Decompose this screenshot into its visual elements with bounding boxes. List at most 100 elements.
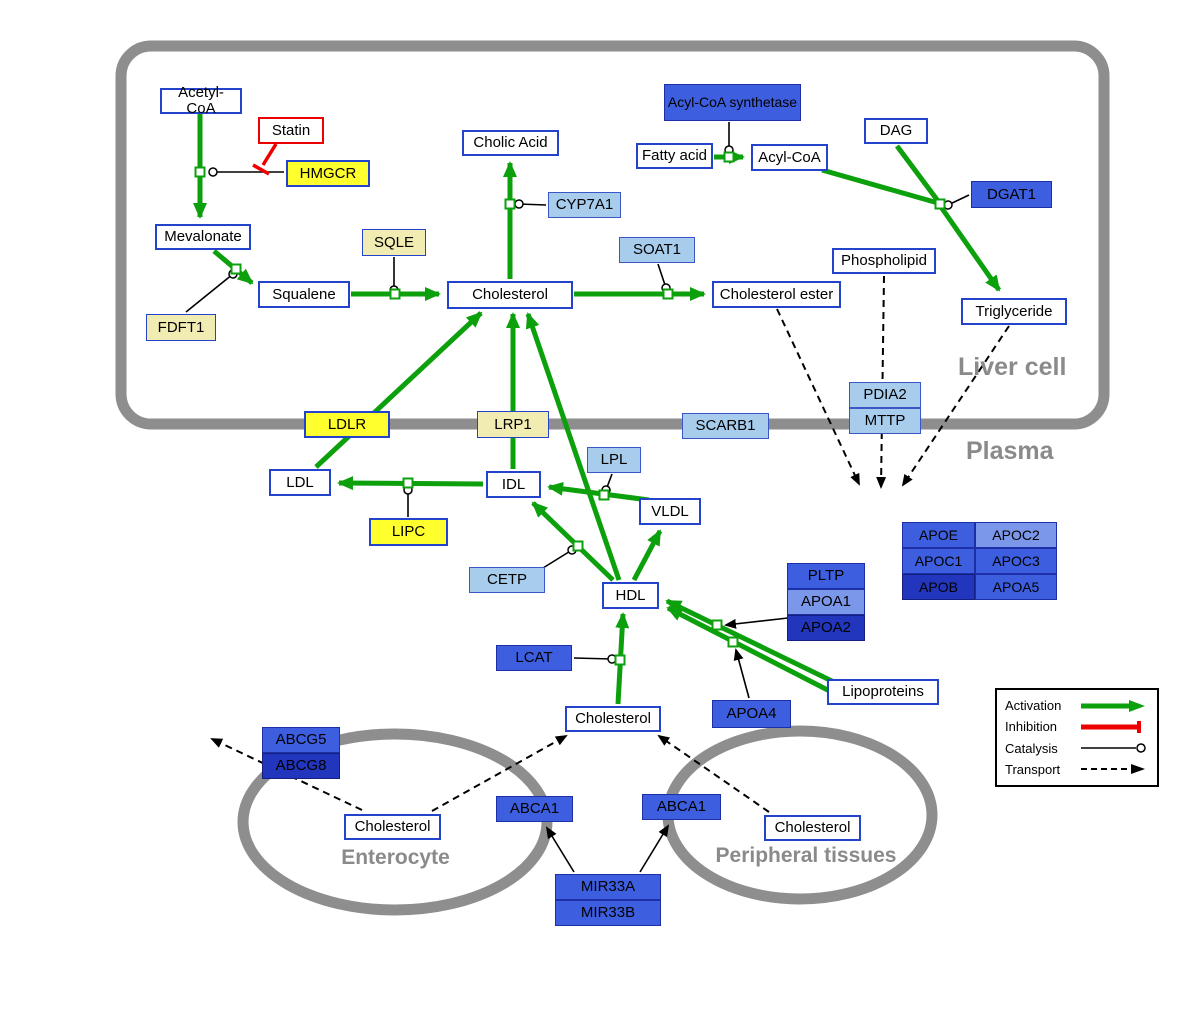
catalysis-edge-cyp7a1	[514, 199, 547, 209]
catalysis-edge-lcat	[573, 654, 617, 664]
node-fatty-acid[interactable]: Fatty acid	[636, 143, 713, 169]
node-acyl-coa2[interactable]: Acyl-CoA	[751, 144, 828, 171]
reaction-node	[711, 619, 723, 631]
node-abcg5[interactable]: ABCG5	[262, 727, 340, 753]
node-triglyceride[interactable]: Triglyceride	[961, 298, 1067, 325]
node-cholesterol-peripheral[interactable]: Cholesterol	[764, 815, 861, 841]
node-vldl[interactable]: VLDL	[639, 498, 701, 525]
legend-row-transport: Transport	[1005, 762, 1149, 777]
node-ldl[interactable]: LDL	[269, 469, 331, 496]
catalysis-edge-dgat1	[943, 194, 970, 210]
node-mevalonate[interactable]: Mevalonate	[155, 224, 251, 250]
transport-edge	[901, 325, 1010, 487]
node-mttp[interactable]: MTTP	[849, 408, 921, 434]
enterocyte-label: Enterocyte	[341, 846, 450, 869]
legend-row-inhibition: Inhibition	[1005, 719, 1149, 734]
node-ldlr[interactable]: LDLR	[304, 411, 390, 438]
catalysis-edge-soat1	[657, 263, 671, 293]
activation-edge	[821, 167, 939, 206]
node-cholic-acid[interactable]: Cholic Acid	[462, 130, 559, 156]
reaction-node	[572, 540, 584, 552]
legend-row-activation: Activation	[1005, 698, 1149, 713]
node-statin[interactable]: Statin	[258, 117, 324, 144]
liver-cell-membrane	[115, 40, 1110, 430]
regulation-edge-mir33-abca1-right	[639, 824, 670, 873]
node-acetyl-coa[interactable]: Acetyl-CoA	[160, 85, 242, 116]
transport-dashed-arrow-icon	[1081, 764, 1145, 775]
node-dag[interactable]: DAG	[864, 118, 928, 144]
regulation-edge-apoa4	[733, 648, 750, 699]
catalysis-circle-icon	[1081, 743, 1146, 753]
node-idl[interactable]: IDL	[486, 471, 541, 498]
enterocyte-membrane	[237, 728, 553, 916]
node-hdl[interactable]: HDL	[602, 582, 659, 609]
transport-edge	[657, 734, 770, 813]
node-lpl[interactable]: LPL	[587, 447, 641, 473]
legend: Activation Inhibition Catalysis Transpor…	[995, 688, 1159, 787]
activation-edge	[666, 605, 851, 704]
node-pltp[interactable]: PLTP	[787, 563, 865, 589]
node-apob[interactable]: APOB	[902, 574, 975, 600]
node-mir33a[interactable]: MIR33A	[555, 874, 661, 900]
node-abcg8[interactable]: ABCG8	[262, 753, 340, 779]
node-squalene[interactable]: Squalene	[258, 281, 350, 308]
node-abca1-enterocyte[interactable]: ABCA1	[496, 796, 573, 822]
node-cholesterol-ester[interactable]: Cholesterol ester	[712, 281, 841, 308]
node-dgat1[interactable]: DGAT1	[971, 181, 1052, 208]
node-cholesterol-liver[interactable]: Cholesterol	[447, 281, 573, 309]
node-soat1[interactable]: SOAT1	[619, 237, 695, 263]
node-abca1-peripheral[interactable]: ABCA1	[642, 794, 721, 820]
node-apoa2[interactable]: APOA2	[787, 615, 865, 641]
node-phospholipid[interactable]: Phospholipid	[832, 248, 936, 274]
node-apoc2[interactable]: APOC2	[975, 522, 1057, 548]
catalysis-edges	[185, 122, 970, 664]
transport-edge	[431, 735, 568, 812]
node-cetp[interactable]: CETP	[469, 567, 545, 593]
node-lcat[interactable]: LCAT	[496, 645, 572, 671]
node-fdft1[interactable]: FDFT1	[146, 314, 216, 341]
node-scarb1[interactable]: SCARB1	[682, 413, 769, 439]
node-lipoproteins[interactable]: Lipoproteins	[827, 679, 939, 705]
inhibition-tee-icon	[1081, 720, 1141, 733]
regulation-edge-apoa-stack	[724, 617, 789, 629]
node-apoa4[interactable]: APOA4	[712, 700, 791, 728]
reaction-node	[662, 288, 674, 300]
plasma-label: Plasma	[966, 437, 1054, 465]
node-acyl-coa-synthetase[interactable]: Acyl-CoA synthetase	[664, 84, 801, 121]
catalysis-edge-cetp	[542, 545, 577, 569]
node-apoa1[interactable]: APOA1	[787, 589, 865, 615]
activation-edge	[631, 529, 663, 582]
transport-edge	[776, 308, 860, 486]
reaction-node	[389, 288, 401, 300]
node-pdia2[interactable]: PDIA2	[849, 382, 921, 408]
activation-edge	[665, 598, 838, 686]
catalysis-edge-fdft1	[185, 269, 238, 313]
node-apoc3[interactable]: APOC3	[975, 548, 1057, 574]
activation-edge	[938, 205, 1002, 292]
node-cholesterol-enterocyte[interactable]: Cholesterol	[344, 814, 441, 840]
node-apoe[interactable]: APOE	[902, 522, 975, 548]
node-lrp1[interactable]: LRP1	[477, 411, 549, 438]
membranes	[115, 40, 1110, 916]
node-sqle[interactable]: SQLE	[362, 229, 426, 256]
node-cyp7a1[interactable]: CYP7A1	[548, 192, 621, 218]
regulation-edges	[545, 617, 789, 873]
activation-edge	[894, 144, 941, 203]
node-hmgcr[interactable]: HMGCR	[286, 160, 370, 187]
node-apoc1[interactable]: APOC1	[902, 548, 975, 574]
reaction-nodes	[194, 151, 946, 666]
liver-cell-label: Liver cell	[958, 353, 1067, 381]
legend-inhibition-label: Inhibition	[1005, 719, 1058, 735]
node-lipc[interactable]: LIPC	[369, 518, 448, 546]
node-apoa5[interactable]: APOA5	[975, 574, 1057, 600]
activation-edge	[525, 312, 622, 581]
reaction-node	[194, 166, 206, 178]
node-mir33b[interactable]: MIR33B	[555, 900, 661, 926]
reaction-node	[504, 198, 516, 210]
reaction-node	[727, 636, 739, 648]
transport-edge	[210, 738, 363, 811]
node-cholesterol-plasma[interactable]: Cholesterol	[565, 706, 661, 732]
reaction-node	[934, 198, 946, 210]
regulation-edge-mir33-abca1-left	[545, 826, 575, 873]
